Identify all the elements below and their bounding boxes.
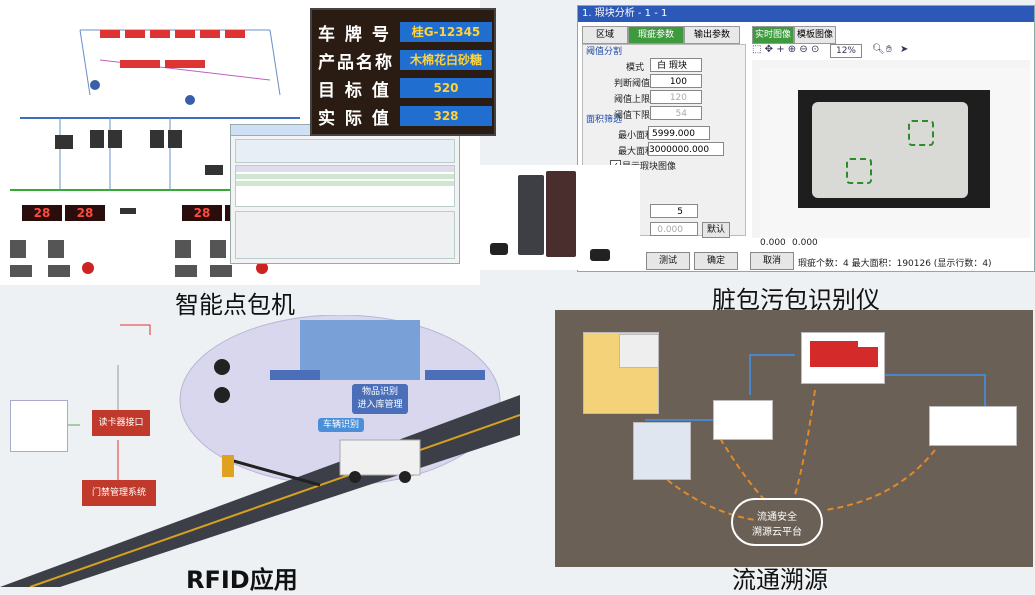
worker-image	[633, 422, 691, 480]
max-area-label: 最大面积	[618, 147, 655, 157]
min-area-label: 最小面积	[618, 131, 655, 141]
defect-marker-2	[846, 158, 872, 184]
cloud-line-2: 溯源云平台	[752, 527, 802, 538]
baler-network-diagram	[10, 29, 300, 277]
defect-marker-1	[908, 120, 934, 146]
image-toolbar: ⬚ ✥ + ⊕ ⊖ ⊙ 12% 🔍︎ ✋︎ ➤	[752, 44, 1030, 58]
led-counter-2: 28	[65, 205, 105, 221]
access-system-box: 门禁管理系统	[82, 480, 156, 506]
bag-photo	[798, 90, 990, 208]
scoreboard-row-actual: 实 际 值 328	[318, 104, 492, 129]
scoreboard-row-plate: 车 牌 号 桂G-12345	[318, 20, 492, 45]
group-threshold: 阈值分割	[586, 47, 623, 57]
caption-smart-baler: 智能点包机	[175, 291, 295, 319]
warehouse-icon	[713, 400, 773, 440]
panel-traceability: 流通安全 溯源云平台	[555, 310, 1033, 567]
threshold-upper-label: 阈值上限	[614, 95, 651, 105]
zoom-fit-icon[interactable]: ⊙	[810, 44, 820, 55]
caption-dirty-bag: 脏包污包识别仪	[712, 286, 880, 314]
magnifier-icon[interactable]: 🔍︎	[872, 44, 885, 55]
ok-button[interactable]: 确定	[694, 252, 738, 270]
tab-region[interactable]: 区域	[582, 26, 628, 44]
target-label: 目 标 值	[318, 81, 391, 101]
bag-surface	[812, 102, 968, 198]
default-button[interactable]: 默认	[702, 222, 730, 238]
pointer-tool-icon[interactable]: ➤	[900, 44, 909, 55]
goods-recognition-bubble: 物品识别 进入库管理	[352, 384, 408, 414]
rfid-scene	[0, 315, 520, 587]
product-value: 木棉花白砂糖	[400, 50, 492, 70]
window-title: 1. 瑕块分析 - 1 - 1	[578, 6, 1034, 22]
cloud-line-1: 流通安全	[757, 512, 797, 523]
scoreboard-row-target: 目 标 值 520	[318, 76, 492, 101]
judge-threshold-label: 判断阈值	[614, 79, 651, 89]
scoreboard-display: 车 牌 号 桂G-12345 产品名称 木棉花白砂糖 目 标 值 520 实 际…	[310, 8, 496, 136]
coord-x: 0.000	[760, 238, 786, 248]
actual-label: 实 际 值	[318, 109, 391, 129]
zoom-out-icon[interactable]: ⊖	[799, 44, 808, 55]
phone-devices-image	[929, 406, 1017, 446]
spin-value-input[interactable]: 0.000	[650, 222, 698, 236]
test-button[interactable]: 测试	[646, 252, 690, 270]
reader-interface-box: 读卡器接口	[92, 410, 150, 436]
target-value: 520	[400, 78, 492, 98]
hand-tool-icon[interactable]: ✋︎	[886, 44, 892, 55]
panel-smart-baler: 28 28 28 28 车 牌 号 桂G-12345 产品名称 木棉花白砂糖 目…	[0, 0, 496, 285]
cross-tool-icon[interactable]: +	[776, 44, 785, 55]
spin-count-input[interactable]: 5	[650, 204, 698, 218]
truck-image	[801, 332, 885, 384]
rfid-monitor-screen	[10, 400, 68, 452]
max-area-input[interactable]: 3000000.000	[648, 142, 724, 156]
tab-template-image[interactable]: 模板图像	[794, 26, 836, 44]
threshold-lower-label: 阈值下限	[614, 111, 651, 121]
show-defect-label: 显示瑕块图像	[622, 162, 677, 172]
cloud-platform: 流通安全 溯源云平台	[731, 498, 823, 546]
qr-code-image	[619, 334, 659, 368]
plate-label: 车 牌 号	[318, 25, 391, 45]
move-tool-icon[interactable]: ✥	[764, 44, 774, 55]
plate-value: 桂G-12345	[400, 22, 492, 42]
threshold-upper-input[interactable]: 120	[650, 90, 702, 104]
judge-threshold-input[interactable]: 100	[650, 74, 702, 88]
cancel-button[interactable]: 取消	[750, 252, 794, 270]
tab-realtime-image[interactable]: 实时图像	[752, 26, 794, 44]
tab-defect-params[interactable]: 瑕疵参数	[628, 26, 684, 44]
goods-recognition-text: 物品识别	[361, 387, 398, 397]
status-text: 瑕疵个数：4 最大面积：190126 (显示行数：4)	[798, 259, 992, 269]
caption-rfid: RFID应用	[186, 566, 298, 594]
image-canvas[interactable]	[760, 68, 1030, 238]
led-counter-1: 28	[22, 205, 62, 221]
actual-value: 328	[400, 106, 492, 126]
coord-y: 0.000	[792, 238, 818, 248]
tab-output-params[interactable]: 输出参数	[684, 26, 740, 44]
vehicle-recognition-bubble: 车辆识别	[318, 418, 364, 432]
zoom-in-icon[interactable]: ⊕	[787, 44, 797, 55]
scoreboard-row-product: 产品名称 木棉花白砂糖	[318, 48, 492, 73]
min-area-input[interactable]: 5999.000	[648, 126, 710, 140]
select-tool-icon[interactable]: ⬚	[752, 44, 762, 55]
product-label: 产品名称	[318, 53, 394, 73]
panel-dirty-bag-recognizer: 1. 瑕块分析 - 1 - 1 区域 瑕疵参数 输出参数 阈值分割 模式 白 瑕…	[577, 5, 1035, 272]
caption-traceability: 流通溯源	[732, 566, 828, 594]
goods-storage-text: 进入库管理	[357, 400, 403, 410]
threshold-lower-input[interactable]: 54	[650, 106, 702, 120]
group-area: 面积筛选	[586, 115, 623, 125]
mode-label: 模式	[626, 63, 645, 73]
baler-software-window	[230, 124, 460, 264]
industrial-pc-photo	[480, 165, 640, 270]
led-counter-3: 28	[182, 205, 222, 221]
mode-select[interactable]: 白 瑕块	[650, 58, 702, 72]
zoom-level-select[interactable]: 12%	[830, 44, 862, 58]
